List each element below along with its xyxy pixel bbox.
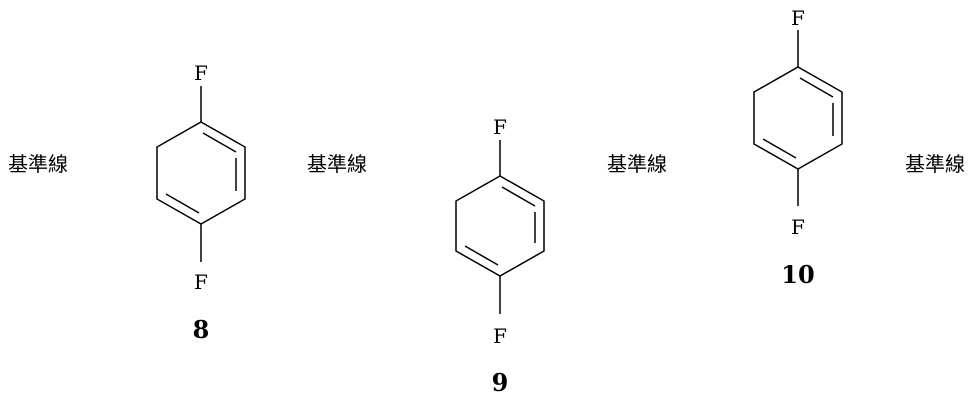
top-atom-10: F — [791, 6, 805, 30]
top-atom-9: F — [493, 115, 507, 139]
ring-outline-9 — [455, 175, 545, 277]
ring-outline-8 — [156, 121, 246, 225]
baseline-label-1: 基準線 — [8, 152, 68, 176]
inner-bond-10a — [799, 77, 834, 98]
ring-outline-10 — [753, 66, 843, 170]
inner-bond-9a — [501, 186, 536, 207]
molecule-9: F F 9 — [455, 115, 545, 394]
compound-number-10: 10 — [781, 260, 814, 289]
benzene-ring-10 — [753, 66, 843, 170]
inner-bond-8c — [165, 193, 200, 214]
bottom-atom-10: F — [791, 215, 805, 239]
baseline-label-4: 基準線 — [905, 152, 965, 176]
baseline-label-2: 基準線 — [307, 152, 367, 176]
inner-bond-10c — [762, 138, 797, 159]
inner-bond-8a — [202, 132, 237, 153]
compound-number-9: 9 — [492, 368, 509, 394]
baseline-label-3: 基準線 — [607, 152, 667, 176]
benzene-ring-8 — [156, 121, 246, 225]
molecule-10: F F 10 — [753, 6, 843, 289]
molecule-8: F F 8 — [156, 61, 246, 344]
inner-bond-9c — [464, 245, 499, 266]
top-atom-8: F — [194, 61, 208, 85]
benzene-ring-9 — [455, 175, 545, 277]
bottom-atom-8: F — [194, 270, 208, 294]
bottom-atom-9: F — [493, 324, 507, 348]
compound-number-8: 8 — [193, 315, 210, 344]
